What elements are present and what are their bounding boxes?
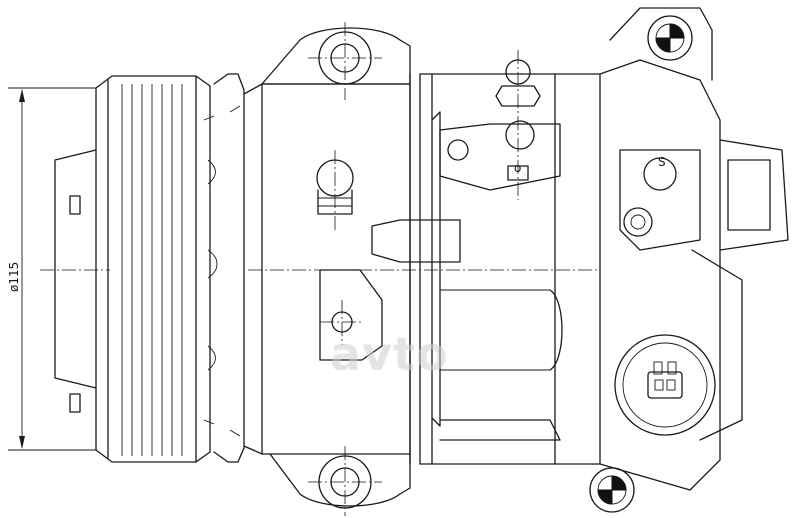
- pressure-switch: S: [619, 149, 701, 251]
- valve-block: o: [439, 50, 561, 200]
- pulley: [95, 75, 211, 463]
- electrical-connector: [614, 334, 716, 436]
- hex-plug: [316, 150, 354, 230]
- watermark: avto: [330, 327, 449, 381]
- bottom-right-mount: [589, 467, 635, 513]
- rear-housing: [599, 7, 789, 491]
- terminal-label: S: [658, 155, 666, 169]
- diameter-dimension: ø115: [7, 87, 96, 451]
- middle-section: [371, 73, 601, 465]
- port-flange: [319, 269, 383, 361]
- front-housing: [203, 73, 263, 463]
- top-mount-ear: [261, 22, 411, 100]
- clutch-hub: [40, 149, 110, 413]
- top-right-mount: [647, 15, 693, 61]
- cylinder-body: [248, 73, 600, 465]
- bottom-mount-ear: [269, 446, 411, 516]
- diameter-label: ø115: [7, 262, 21, 292]
